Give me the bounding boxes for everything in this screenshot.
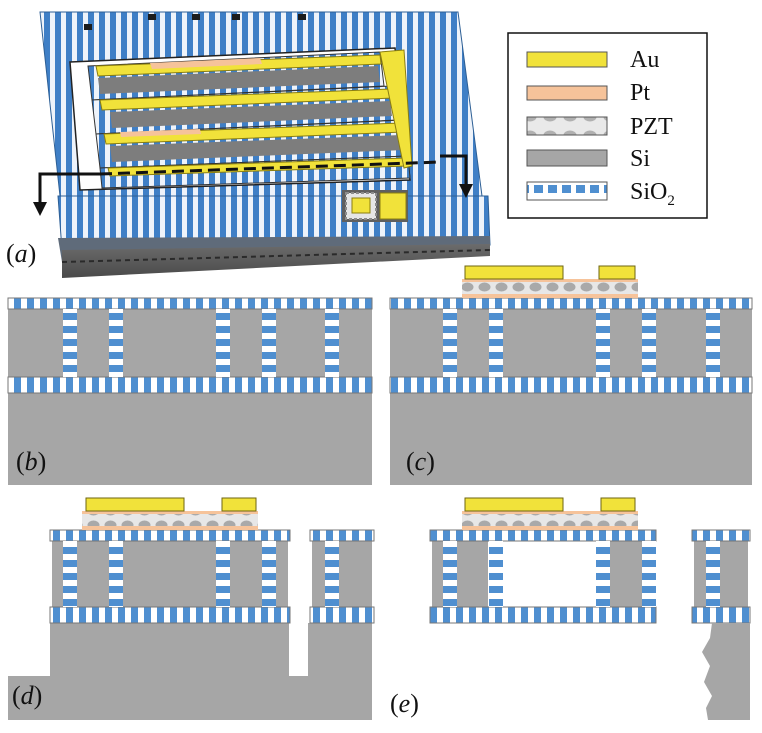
d-trench-oxide-3 xyxy=(216,541,230,607)
d-au-electrode-1 xyxy=(85,497,185,512)
panel-label-c: (c) xyxy=(406,447,435,476)
section-arrow-left xyxy=(33,202,47,216)
legend-label-pzt: PZT xyxy=(630,114,673,140)
legend-swatch-pt xyxy=(526,85,608,101)
b-box-oxide xyxy=(7,376,373,394)
c-trench-oxide-4 xyxy=(642,309,656,377)
legend-item-pzt: PZT xyxy=(526,114,673,140)
e-trench-oxide-4 xyxy=(642,541,656,607)
c-trench-oxide-3 xyxy=(596,309,610,377)
legend-item-sio2: SiO2 xyxy=(526,179,675,209)
c-top-oxide xyxy=(389,297,753,310)
e-trench-oxide-5 xyxy=(706,541,720,607)
legend-label-pt: Pt xyxy=(630,80,650,106)
b-top-oxide xyxy=(7,297,373,310)
device-top-marks xyxy=(84,14,306,30)
legend-label-sio2: SiO2 xyxy=(630,179,675,209)
panel-a-device xyxy=(33,11,491,278)
legend-label-si: Si xyxy=(630,146,650,172)
c-trench-oxide-5 xyxy=(706,309,720,377)
section-arrow-right xyxy=(459,184,473,198)
b-trench-oxide-1 xyxy=(63,309,77,377)
legend-swatch-si xyxy=(526,149,608,167)
section-cut-line xyxy=(38,154,468,210)
legend-item-pt: Pt xyxy=(526,80,650,106)
e-bottom-pt xyxy=(462,526,638,530)
panel-c-cross-section xyxy=(389,265,753,485)
c-trench-oxide-1 xyxy=(443,309,457,377)
e-pzt xyxy=(462,514,638,526)
c-handle-si xyxy=(390,393,752,485)
legend-item-au: Au xyxy=(526,47,659,73)
legend-swatch-sio2 xyxy=(526,181,608,201)
c-pzt xyxy=(462,282,638,294)
d-box-oxide-right xyxy=(309,606,375,624)
d-trench-oxide-2 xyxy=(109,541,123,607)
c-trench-oxide-2 xyxy=(489,309,503,377)
b-trench-oxide-4 xyxy=(262,309,276,377)
panel-label-b: (b) xyxy=(16,447,46,476)
legend-item-si: Si xyxy=(526,146,650,172)
c-bottom-pt xyxy=(462,294,638,298)
d-device-si-right xyxy=(312,541,372,607)
b-trench-oxide-2 xyxy=(109,309,123,377)
d-top-oxide-right xyxy=(309,529,375,542)
c-au-electrode-1 xyxy=(464,265,564,280)
panel-label-d: (d) xyxy=(12,681,42,710)
legend-swatch-au xyxy=(526,51,608,68)
panel-d-cross-section xyxy=(8,497,375,720)
d-pzt xyxy=(82,514,258,526)
d-trench-oxide-5 xyxy=(325,541,339,607)
panel-e-cross-section xyxy=(429,497,751,720)
c-au-electrode-2 xyxy=(598,265,636,280)
e-box-oxide-left xyxy=(429,606,657,624)
device-pad xyxy=(342,190,408,222)
e-box-oxide-right xyxy=(691,606,751,624)
panel-b-cross-section xyxy=(7,297,373,485)
d-top-pt xyxy=(82,511,258,514)
panel-label-e: (e) xyxy=(390,689,419,718)
d-device-si-left xyxy=(52,541,288,607)
b-trench-oxide-3 xyxy=(216,309,230,377)
d-trench-oxide-1 xyxy=(63,541,77,607)
d-handle-si xyxy=(8,623,372,720)
e-device-si-right xyxy=(694,541,748,607)
device-beam-2 xyxy=(91,85,399,135)
d-top-oxide-left xyxy=(49,529,291,542)
e-top-oxide-right xyxy=(691,529,751,542)
b-trench-oxide-5 xyxy=(325,309,339,377)
c-top-pt xyxy=(462,279,638,282)
e-device-si-left xyxy=(432,541,488,607)
e-handle-si-remnant xyxy=(702,623,750,720)
e-trench-oxide-1 xyxy=(443,541,457,607)
e-au-electrode-2 xyxy=(600,497,636,512)
legend: Au Pt PZT Si SiO2 xyxy=(507,32,708,219)
b-device-si xyxy=(8,309,372,377)
e-top-pt xyxy=(462,511,638,514)
d-trench-oxide-4 xyxy=(262,541,276,607)
b-handle-si xyxy=(8,393,372,485)
d-box-oxide-left xyxy=(49,606,291,624)
e-trench-oxide-3 xyxy=(596,541,610,607)
d-au-electrode-2 xyxy=(221,497,257,512)
device-base-bottom xyxy=(62,244,490,278)
e-top-oxide-left xyxy=(429,529,657,542)
e-au-electrode-1 xyxy=(464,497,564,512)
device-beam-1 xyxy=(87,51,385,101)
c-box-oxide xyxy=(389,376,753,394)
panel-label-a: (a) xyxy=(6,239,36,268)
d-bottom-pt xyxy=(82,526,258,530)
legend-swatch-pzt xyxy=(526,116,608,136)
legend-label-au: Au xyxy=(630,47,659,73)
device-fold-right xyxy=(379,49,413,169)
e-trench-oxide-2 xyxy=(489,541,503,607)
